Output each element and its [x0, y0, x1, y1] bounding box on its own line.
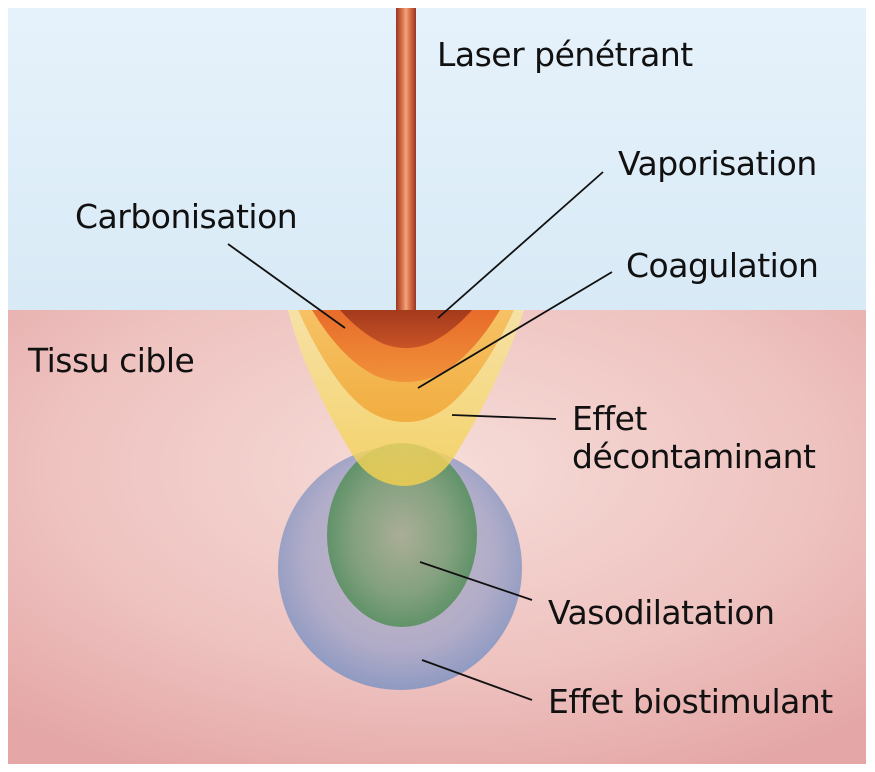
label-effet-decontaminant-line2: décontaminant: [572, 436, 816, 476]
leader-effet-biostimulant: [421, 659, 533, 701]
label-effet-biostimulant: Effet biostimulant: [548, 682, 833, 721]
leader-effet-decontaminant: [451, 414, 557, 420]
label-tissu-cible: Tissu cible: [28, 341, 195, 380]
vasodilatation-zone: [327, 443, 477, 627]
leader-carbonisation: [227, 243, 346, 329]
label-carbonisation: Carbonisation: [75, 197, 298, 236]
label-effet-decontaminant: Effet décontaminant: [572, 399, 816, 476]
leader-vasodilatation: [419, 561, 533, 601]
label-effet-decontaminant-line1: Effet: [572, 399, 647, 438]
vaporisation-zone: [340, 310, 472, 348]
leader-vaporisation: [437, 171, 604, 319]
air-region: [8, 8, 866, 310]
label-coagulation: Coagulation: [626, 246, 819, 285]
label-vasodilatation: Vasodilatation: [548, 593, 775, 632]
leader-coagulation: [417, 271, 613, 389]
label-vaporisation: Vaporisation: [618, 144, 817, 183]
laser-beam: [396, 8, 416, 310]
label-laser-penetrant: Laser pénétrant: [437, 35, 693, 74]
